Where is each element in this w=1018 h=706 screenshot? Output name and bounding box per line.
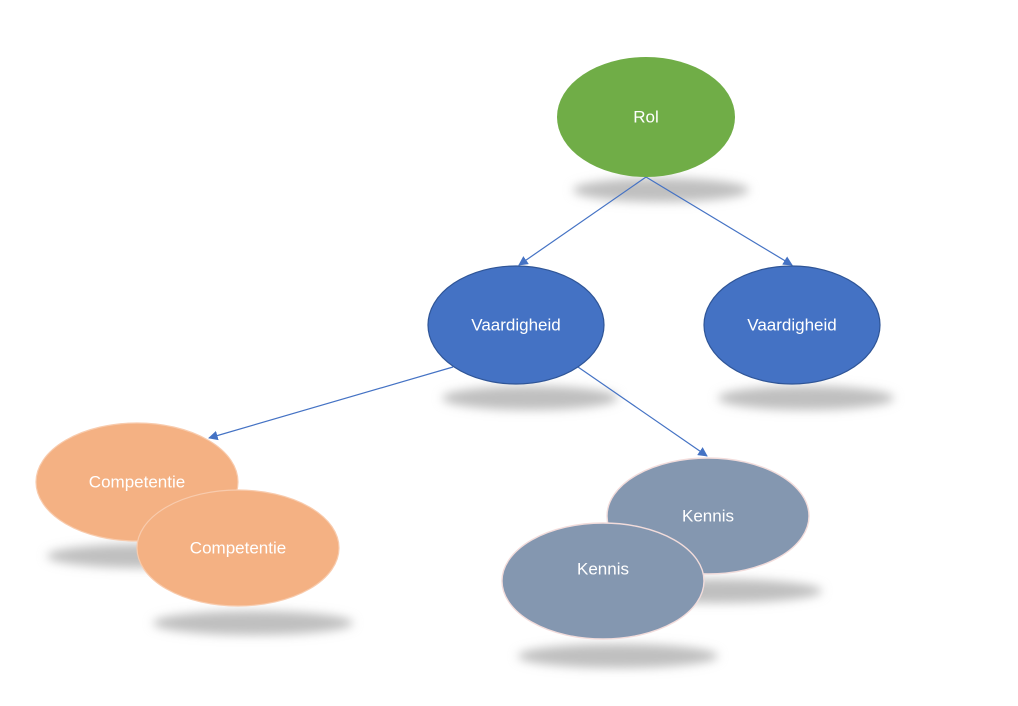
- node-competentie-2[interactable]: Competentie: [136, 489, 340, 607]
- node-kennis-2-shape: [501, 522, 705, 640]
- competentie-2-shadow: [153, 611, 353, 635]
- node-vaardigheid-2-shape: [703, 265, 881, 385]
- node-vaardigheid-1-shape: [427, 265, 605, 385]
- node-kennis-1-label: Kennis: [682, 506, 734, 525]
- connectors: [208, 176, 793, 457]
- node-vaardigheid-1[interactable]: Vaardigheid: [427, 265, 605, 385]
- node-rol-shape: [557, 57, 735, 177]
- node-vaardigheid-2[interactable]: Vaardigheid: [703, 265, 881, 385]
- shadows: [47, 178, 894, 668]
- connector-vaardigheid-1-competentie: [208, 366, 454, 441]
- connector-rol-vaardigheid-2: [645, 176, 793, 266]
- node-competentie-1-label: Competentie: [89, 472, 185, 491]
- vaardigheid-1-shadow: [442, 386, 618, 410]
- node-kennis-2[interactable]: Kennis: [501, 522, 705, 640]
- node-competentie-2-shape: [136, 489, 340, 607]
- connector-rol-vaardigheid-1: [518, 176, 647, 266]
- rol-shadow: [573, 178, 749, 202]
- node-vaardigheid-2-label: Vaardigheid: [747, 315, 836, 334]
- node-competentie-2-label: Competentie: [190, 538, 286, 557]
- connector-vaardigheid-1-kennis: [577, 366, 708, 457]
- node-rol-label: Rol: [633, 107, 659, 126]
- vaardigheid-2-shadow: [718, 386, 894, 410]
- node-rol[interactable]: Rol: [557, 57, 735, 177]
- node-vaardigheid-1-label: Vaardigheid: [471, 315, 560, 334]
- node-kennis-2-label: Kennis: [577, 559, 629, 578]
- kennis-2-shadow: [518, 644, 718, 668]
